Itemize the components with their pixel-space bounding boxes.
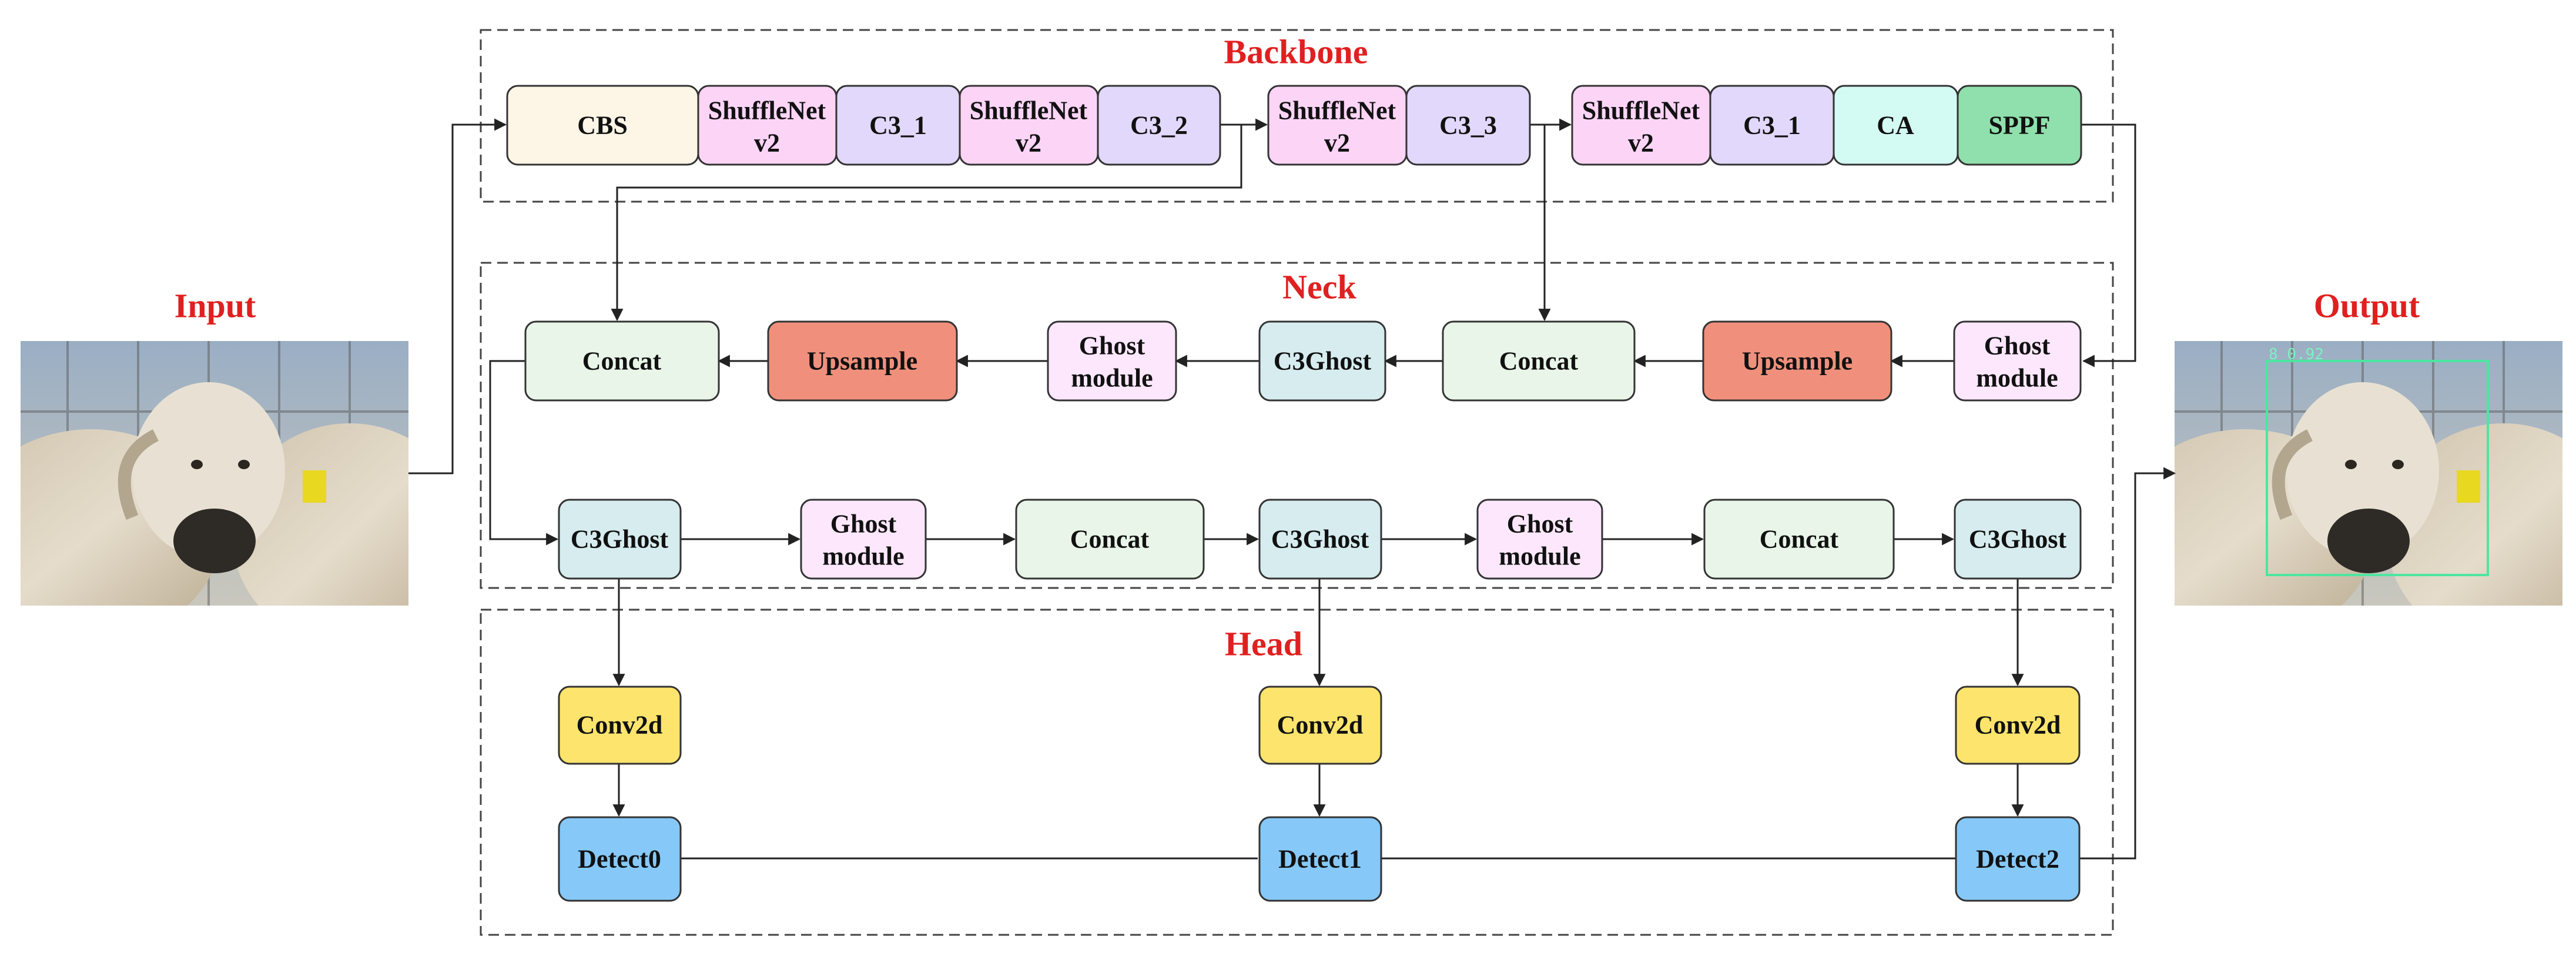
node-shufflenet-v2-4: ShuffleNet v2	[1571, 85, 1711, 166]
node-conv2d-0: Conv2d	[558, 686, 682, 765]
node-ghost-module-n1-line2: module	[1976, 364, 2058, 393]
node-detect0: Detect0	[558, 816, 682, 902]
edge-input-to-cbs	[408, 118, 507, 474]
node-concat-n2-label: Concat	[582, 347, 662, 376]
node-cbs: CBS	[506, 85, 699, 166]
node-shufflenet-v2-2: ShuffleNet v2	[959, 85, 1099, 166]
node-shufflenet-v2-3-line2: v2	[1324, 129, 1350, 158]
node-shufflenet-v2-2-line1: ShuffleNet	[970, 96, 1088, 125]
node-conv2d-1-label: Conv2d	[1277, 711, 1364, 740]
node-c3ghost-n3: C3Ghost	[1258, 499, 1382, 580]
node-cbs-label: CBS	[577, 111, 628, 140]
node-shufflenet-v2-1: ShuffleNet v2	[697, 85, 838, 166]
node-shufflenet-v2-1-line1: ShuffleNet	[708, 96, 826, 125]
node-shufflenet-v2-3: ShuffleNet v2	[1267, 85, 1408, 166]
node-concat-n2: Concat	[524, 320, 720, 402]
detection-box	[2266, 360, 2489, 576]
node-upsample-n1-label: Upsample	[1742, 347, 1853, 376]
node-ghost-module-n3-line2: module	[822, 542, 904, 571]
backbone-section	[480, 29, 2114, 203]
node-c3-2: C3_2	[1097, 85, 1221, 166]
node-c3ghost-n2: C3Ghost	[558, 499, 682, 580]
node-c3-1-a: C3_1	[835, 85, 961, 166]
node-upsample-n1: Upsample	[1702, 320, 1892, 402]
node-sppf-label: SPPF	[1988, 111, 2050, 140]
node-ghost-module-n2: Ghost module	[1047, 320, 1177, 402]
head-title: Head	[1225, 625, 1302, 663]
node-ghost-module-n2-line1: Ghost	[1079, 332, 1145, 360]
input-label: Input	[175, 287, 256, 325]
input-image	[0, 341, 467, 647]
backbone-title: Backbone	[1224, 33, 1368, 71]
node-shufflenet-v2-4-line2: v2	[1628, 129, 1654, 158]
node-c3-1-b: C3_1	[1709, 85, 1835, 166]
node-concat-n4: Concat	[1703, 499, 1895, 580]
edge-sppf-to-ghost-n1	[2081, 123, 2136, 367]
detection-label: 8 0.92	[2269, 346, 2324, 363]
node-ca-label: CA	[1877, 111, 1914, 140]
head-section	[480, 609, 2114, 936]
node-shufflenet-v2-4-line1: ShuffleNet	[1582, 96, 1700, 125]
neck-section	[480, 262, 2114, 589]
node-upsample-n2: Upsample	[767, 320, 958, 402]
edges	[408, 118, 2176, 860]
node-detect1: Detect1	[1258, 816, 1382, 902]
node-ghost-module-n4-line2: module	[1499, 542, 1580, 571]
node-conv2d-0-label: Conv2d	[577, 711, 663, 740]
node-conv2d-2: Conv2d	[1955, 686, 2081, 765]
edge-sn3-to-concat-n2	[611, 125, 1242, 322]
node-ghost-module-n1-line1: Ghost	[1984, 332, 2051, 360]
node-concat-n1: Concat	[1442, 320, 1636, 402]
node-shufflenet-v2-2-line2: v2	[1016, 129, 1041, 158]
node-ca: CA	[1833, 85, 1959, 166]
node-ghost-module-n2-line2: module	[1071, 364, 1153, 393]
node-c3ghost-n1: C3Ghost	[1258, 320, 1386, 402]
node-ghost-module-n3-line1: Ghost	[830, 510, 897, 539]
node-concat-n4-label: Concat	[1760, 525, 1839, 554]
node-c3ghost-n3-label: C3Ghost	[1271, 525, 1369, 554]
node-c3-3-label: C3_3	[1439, 111, 1497, 140]
node-detect0-label: Detect0	[578, 845, 661, 874]
node-c3-1-a-label: C3_1	[869, 111, 927, 140]
node-detect2-label: Detect2	[1976, 845, 2059, 874]
neck-title: Neck	[1282, 268, 1356, 306]
node-concat-n1-label: Concat	[1499, 347, 1579, 376]
node-detect2: Detect2	[1955, 816, 2081, 902]
node-c3ghost-n4: C3Ghost	[1954, 499, 2082, 580]
edge-detect2-to-output	[2079, 467, 2176, 860]
node-sppf: SPPF	[1957, 85, 2082, 166]
node-ghost-module-n1: Ghost module	[1953, 320, 2082, 402]
node-c3ghost-n1-label: C3Ghost	[1274, 347, 1372, 376]
node-ghost-module-n4: Ghost module	[1476, 499, 1603, 580]
node-shufflenet-v2-1-line2: v2	[754, 129, 780, 158]
node-conv2d-1: Conv2d	[1258, 686, 1382, 765]
node-shufflenet-v2-3-line1: ShuffleNet	[1278, 96, 1396, 125]
output-label: Output	[2314, 287, 2420, 325]
node-c3-2-label: C3_2	[1130, 111, 1188, 140]
node-c3-1-b-label: C3_1	[1743, 111, 1801, 140]
node-c3-3: C3_3	[1405, 85, 1531, 166]
output-image: 8 0.92	[2116, 341, 2576, 647]
node-conv2d-2-label: Conv2d	[1975, 711, 2061, 740]
node-concat-n3-label: Concat	[1070, 525, 1150, 554]
node-ghost-module-n3: Ghost module	[800, 499, 927, 580]
node-detect1-label: Detect1	[1278, 845, 1362, 874]
node-c3ghost-n2-label: C3Ghost	[571, 525, 669, 554]
node-upsample-n2-label: Upsample	[807, 347, 917, 376]
node-concat-n3: Concat	[1015, 499, 1205, 580]
node-ghost-module-n4-line1: Ghost	[1507, 510, 1573, 539]
edge-concat-n2-to-c3ghost-n2	[489, 360, 559, 546]
node-c3ghost-n4-label: C3Ghost	[1969, 525, 2067, 554]
